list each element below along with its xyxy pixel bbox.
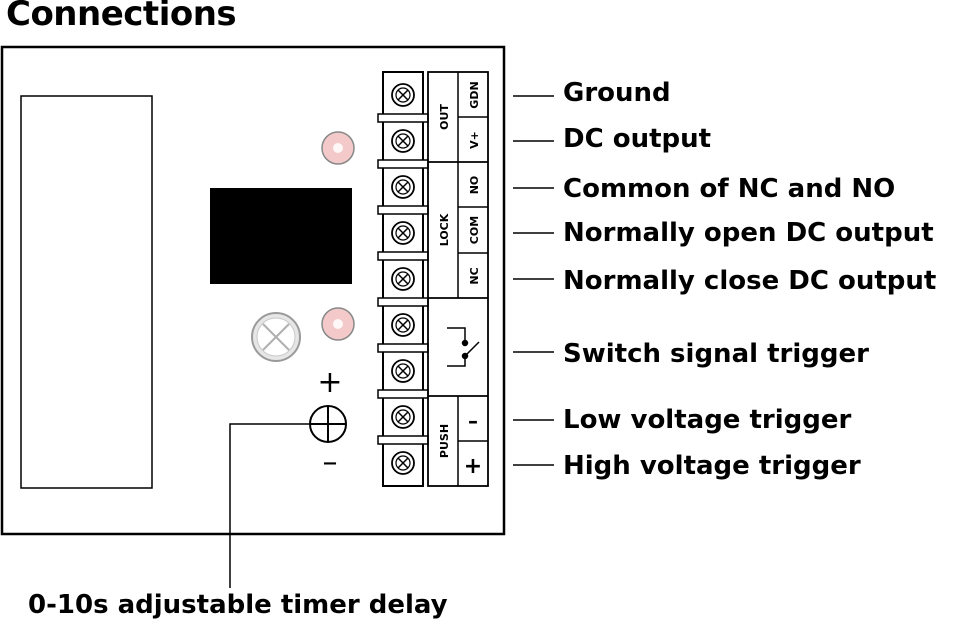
potentiometer-icon[interactable] [251, 312, 301, 362]
terminal-label-nc: NC [468, 267, 481, 284]
terminal-label-com: COM [468, 216, 481, 244]
label-low-trigger: Low voltage trigger [563, 405, 852, 435]
led-highlight [333, 143, 343, 153]
terminal-label-no: NO [468, 176, 481, 195]
relay-chip [210, 188, 352, 284]
label-timer-delay: 0-10s adjustable timer delay [28, 590, 448, 620]
terminal-label-minus: – [468, 409, 478, 433]
screw-terminals [377, 83, 429, 475]
screw-terminal-icon[interactable] [391, 83, 415, 107]
label-common: Common of NC and NO [563, 174, 895, 204]
screw-terminal-icon[interactable] [377, 113, 429, 153]
page-title: Connections [6, 0, 237, 34]
label-high-trigger: High voltage trigger [563, 451, 861, 481]
screw-terminal-icon[interactable] [377, 343, 429, 383]
leader-lines [513, 95, 554, 466]
group-label-out: OUT [438, 104, 451, 130]
label-normally-open: Normally open DC output [563, 218, 934, 248]
group-label-push: PUSH [438, 424, 451, 458]
label-ground: Ground [563, 78, 671, 108]
adjust-plus-sign: + [317, 365, 342, 400]
led-highlight [333, 319, 343, 329]
group-label-lock: LOCK [438, 213, 451, 246]
label-switch-trigger: Switch signal trigger [563, 339, 869, 369]
adjust-minus-sign: – [323, 445, 338, 480]
terminal-label-vplus: V+ [468, 131, 481, 149]
timer-leader-line [229, 423, 310, 588]
terminal-label-plus: + [464, 454, 482, 479]
timer-adjust-knob-icon[interactable] [309, 405, 347, 443]
module-rect [20, 95, 153, 489]
screw-terminal-icon[interactable] [377, 297, 429, 337]
screw-terminal-icon[interactable] [377, 159, 429, 199]
label-dc-output: DC output [563, 124, 711, 154]
terminal-label-gdn: GDN [468, 81, 481, 108]
screw-terminal-icon[interactable] [377, 251, 429, 291]
screw-terminal-icon[interactable] [377, 205, 429, 245]
switch-symbol-icon [447, 327, 480, 367]
label-normally-close: Normally close DC output [563, 266, 936, 296]
screw-terminal-icon[interactable] [377, 435, 429, 475]
board-outline [0, 45, 506, 536]
